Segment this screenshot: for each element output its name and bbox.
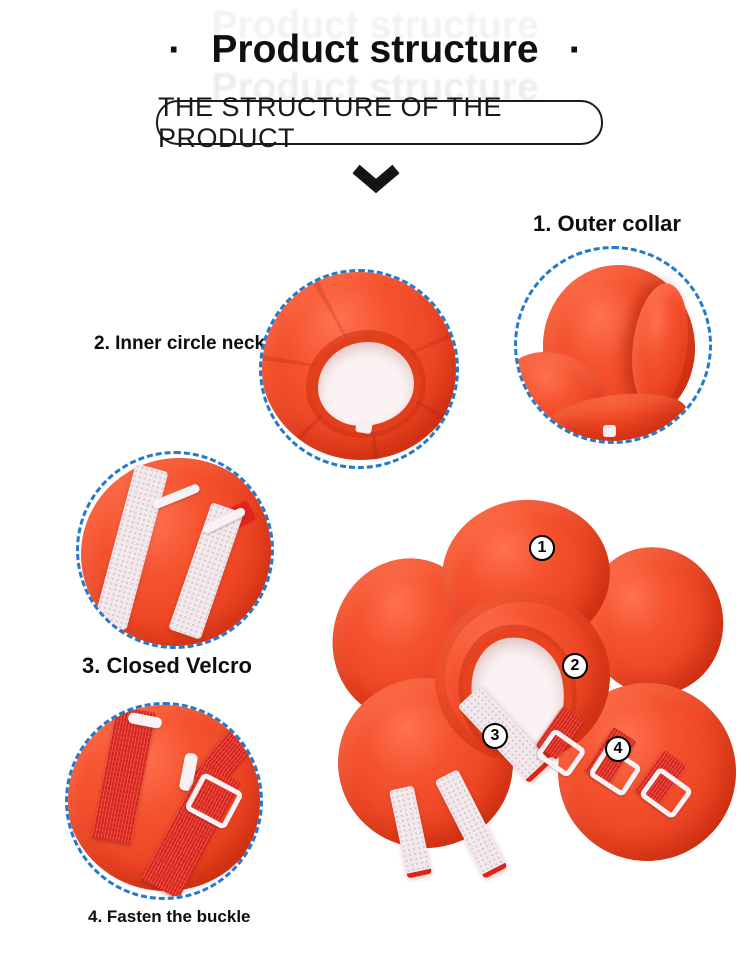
zoom-circle-fasten-buckle — [65, 702, 263, 900]
zoom-circle-closed-velcro — [76, 451, 274, 649]
zoom-circle-outer-collar — [514, 246, 712, 444]
marker-2-inner-circle-neck: 2 — [562, 653, 588, 679]
title-dot-left: · — [168, 28, 182, 72]
fabric-tag — [603, 425, 616, 437]
title-dot-right: · — [568, 28, 582, 72]
callout-label-fasten-buckle: 4. Fasten the buckle — [88, 907, 251, 926]
marker-1-outer-collar: 1 — [529, 535, 555, 561]
neck-hole — [318, 342, 414, 426]
callout-label-outer-collar: 1. Outer collar — [533, 211, 681, 236]
fabric-tag — [355, 418, 373, 435]
marker-4-fasten-buckle: 4 — [605, 736, 631, 762]
callout-label-closed-velcro: 3. Closed Velcro — [82, 653, 252, 678]
callout-label-inner-circle-neck: 2. Inner circle neck — [94, 333, 266, 354]
chevron-down-icon — [352, 164, 400, 194]
zoom-circle-inner-neck — [259, 269, 459, 469]
structure-banner: THE STRUCTURE OF THE PRODUCT — [156, 92, 603, 153]
marker-3-closed-velcro: 3 — [482, 723, 508, 749]
page-header: · Product structure · — [0, 28, 750, 72]
main-product-photo: 1 2 3 4 — [315, 485, 750, 885]
page-title: Product structure — [211, 28, 539, 71]
